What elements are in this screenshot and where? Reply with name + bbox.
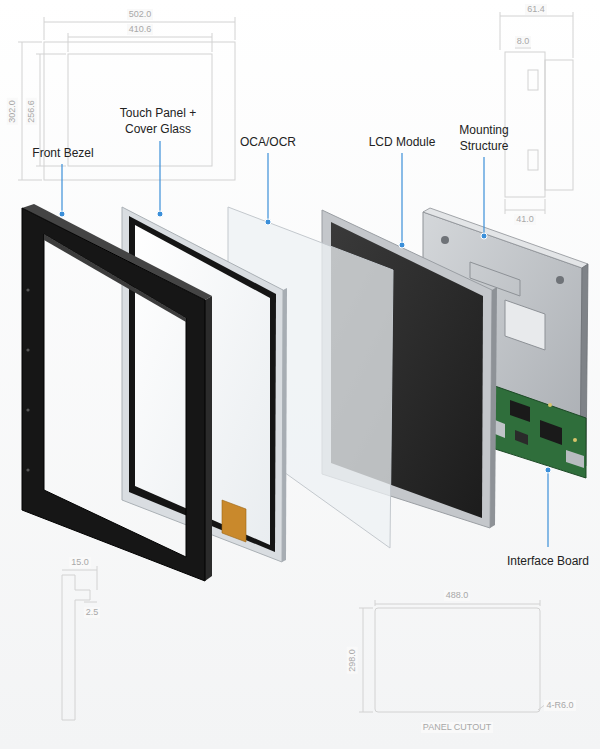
dimension: 61.4	[525, 4, 547, 15]
part-label: OCA/OCR	[240, 134, 296, 150]
dimension: 15.0	[69, 557, 91, 568]
dimension-drawing-profile	[62, 566, 97, 720]
part-label: Touch Panel + Cover Glass	[108, 105, 208, 137]
dimension: 8.0	[515, 36, 532, 47]
part-label: Mounting Structure	[449, 122, 519, 154]
dimension: 410.6	[127, 24, 154, 35]
dimension: 4-R6.0	[544, 700, 575, 711]
part-label: Front Bezel	[32, 145, 93, 161]
dimension: 502.0	[127, 9, 154, 20]
part-label: Interface Board	[507, 553, 589, 569]
dimension: 298.0	[347, 647, 358, 674]
dimension: 302.0	[7, 98, 18, 125]
panel-cutout-label: PANEL CUTOUT	[421, 722, 493, 733]
leader-lines	[59, 141, 551, 547]
dimension: 488.0	[444, 590, 471, 601]
dimension-drawing-side	[500, 12, 573, 214]
dimension: 2.5	[84, 607, 101, 618]
dimension: 256.6	[26, 98, 37, 125]
dimension: 41.0	[514, 214, 536, 225]
dimension-drawing-cutout	[359, 600, 546, 712]
part-label: LCD Module	[369, 134, 436, 150]
dimension-drawing-front	[18, 17, 235, 180]
front-bezel	[22, 204, 212, 581]
interface-board	[492, 385, 586, 478]
